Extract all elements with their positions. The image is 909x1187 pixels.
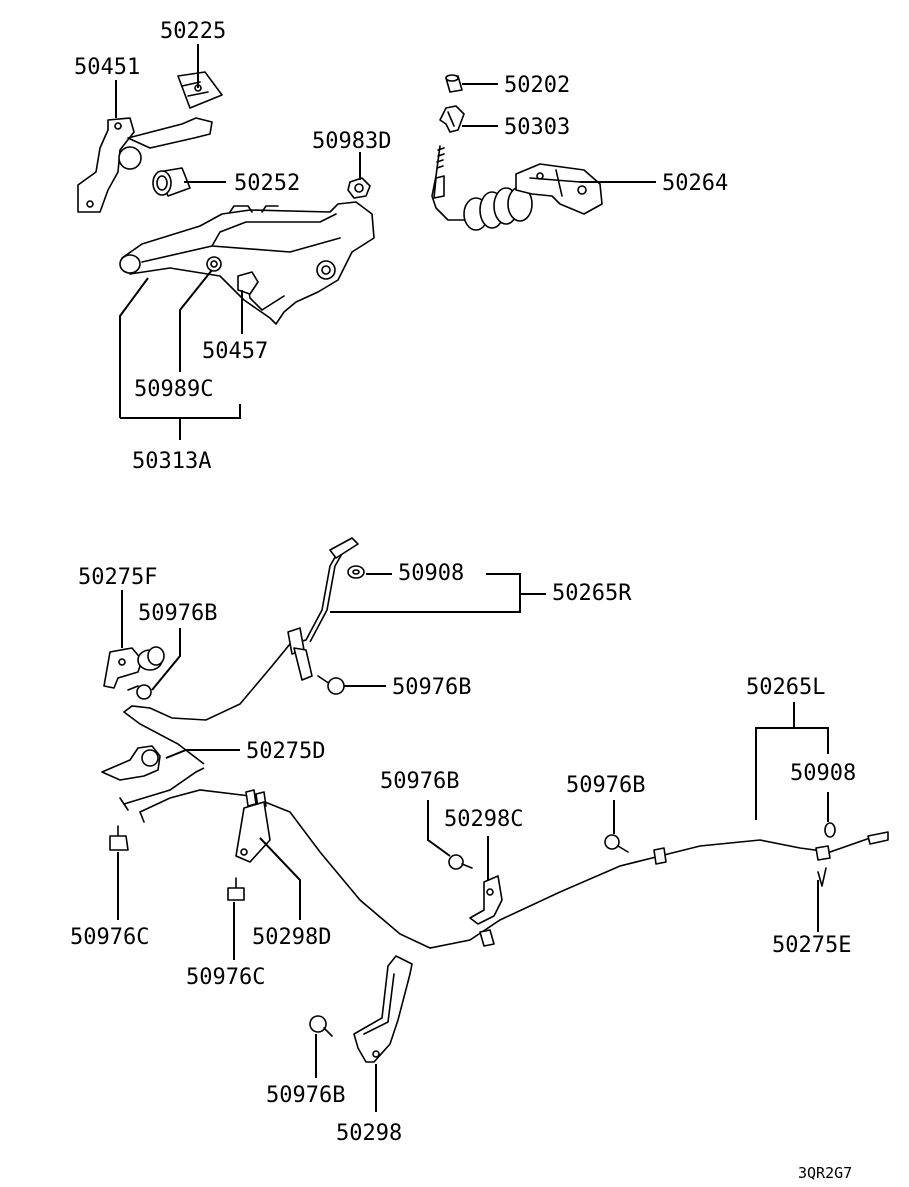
label-50976C-a: 50976C [70,925,149,950]
part-50976B-bolt-b [317,675,345,695]
label-50989C: 50989C [134,377,213,402]
part-50976B-bolt-c [448,854,473,870]
part-50976B-bolt-a [127,684,152,700]
part-50976C-bolt-b [227,877,245,901]
label-50313A: 50313A [132,449,211,474]
label-50976B-d: 50976B [566,773,645,798]
part-50275E-clip [817,867,827,887]
label-50265L: 50265L [746,675,825,700]
label-50451: 50451 [74,55,140,80]
part-50451-bracket [77,117,213,213]
label-50298D: 50298D [252,925,331,950]
part-50989C-bolt [206,256,222,272]
part-50303-clip [439,105,465,133]
part-50298C-bracket [469,875,503,925]
part-50252-bushing [152,167,191,197]
label-50976B-a: 50976B [138,601,217,626]
part-50908-washer-top [347,565,365,579]
label-50976B-e: 50976B [266,1083,345,1108]
parking-brake-lever [119,201,375,325]
label-50983D: 50983D [312,129,391,154]
part-50457-switch [237,271,259,295]
label-50275E: 50275E [772,933,851,958]
part-50265R-cable [122,537,359,765]
label-50298: 50298 [336,1121,402,1146]
part-50976B-bolt-e [309,1015,333,1037]
label-50457: 50457 [202,339,268,364]
label-50298C: 50298C [444,807,523,832]
part-50225-bracket [177,71,223,109]
label-50976B-c: 50976B [380,769,459,794]
label-50976B-b: 50976B [392,675,471,700]
label-50265R: 50265R [552,581,632,606]
part-50976C-bolt-a [109,825,129,851]
part-50265L-cable [119,767,889,949]
label-50264: 50264 [662,171,728,196]
part-50976B-bolt-d [604,834,629,853]
label-50303: 50303 [504,115,570,140]
part-50983D-nut [347,177,371,199]
label-50225: 50225 [160,19,226,44]
part-50264-adjuster [431,145,603,231]
part-50298D-bracket [235,801,271,863]
part-50976B-grommet [137,646,165,671]
label-50202: 50202 [504,73,570,98]
label-50976C-b: 50976C [186,965,265,990]
leader-lines [115,44,829,1112]
label-50908-right: 50908 [790,761,856,786]
label-50275D: 50275D [246,739,325,764]
part-labels: 50225 50451 50202 50303 50983D 50252 502… [70,19,856,1182]
part-50275D-bracket [101,745,161,781]
label-50252: 50252 [234,171,300,196]
part-50275F-bracket [103,647,143,689]
label-50908-top: 50908 [398,561,464,586]
part-50298-bracket [353,955,413,1063]
diagram-code: 3QR2G7 [798,1164,852,1182]
part-50202-cap [445,74,463,93]
label-50275F: 50275F [78,565,157,590]
part-50908-washer-right [824,822,836,838]
